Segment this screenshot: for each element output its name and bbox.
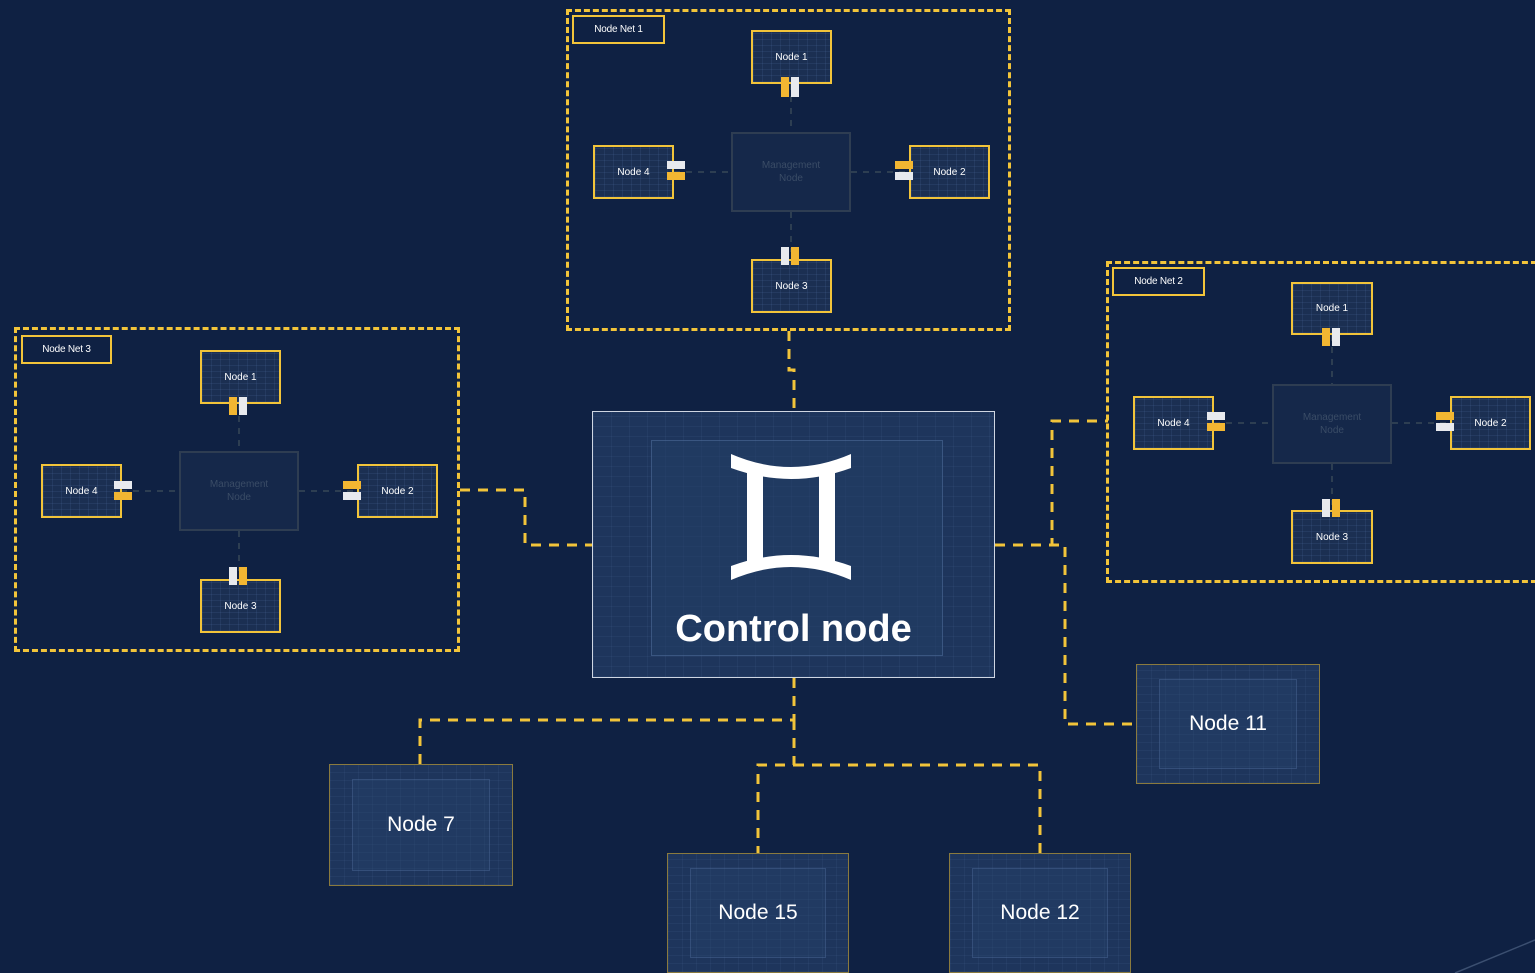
node-net-3-frame — [14, 327, 460, 652]
node-net-1-label: Node Net 1 — [572, 15, 665, 44]
node-net-2-frame — [1106, 261, 1535, 583]
net2-port — [1436, 423, 1454, 431]
gemini-icon — [731, 454, 851, 580]
control-node[interactable]: Control node — [592, 411, 995, 678]
net3-node-1[interactable]: Node 1 — [200, 350, 281, 404]
net3-port — [343, 492, 361, 500]
node-7-screen — [351, 779, 491, 871]
net1-port — [791, 247, 799, 265]
net1-node-1[interactable]: Node 1 — [751, 30, 832, 84]
net1-port — [781, 77, 789, 97]
net1-internal-links — [674, 84, 906, 252]
net3-port — [114, 481, 132, 489]
net1-port — [781, 247, 789, 265]
node-12-screen — [971, 868, 1109, 958]
net2-node-2[interactable]: Node 2 — [1450, 396, 1531, 450]
net2-port — [1332, 499, 1340, 517]
net3-node-2[interactable]: Node 2 — [357, 464, 438, 518]
connector-control-node7 — [418, 678, 796, 765]
net2-port — [1207, 412, 1225, 420]
connector-node12 — [794, 763, 1042, 853]
connector-net1-control — [787, 331, 796, 411]
node-net-1-frame — [566, 9, 1011, 331]
net3-management-node: Management Node — [179, 451, 299, 531]
net2-port — [1207, 423, 1225, 431]
net3-port — [343, 481, 361, 489]
connector-control-net2 — [995, 419, 1108, 547]
node-12[interactable]: Node 12 — [949, 853, 1131, 973]
net2-port — [1332, 328, 1340, 346]
node-11-screen — [1158, 679, 1298, 769]
connector-control-node15-12 — [756, 720, 796, 853]
decorative-line — [1454, 939, 1535, 973]
net2-management-node: Management Node — [1272, 384, 1392, 464]
node-15-label: Node 15 — [718, 901, 798, 924]
net3-port — [114, 492, 132, 500]
net1-port — [791, 77, 799, 97]
connector-net3-control — [460, 488, 592, 547]
node-15[interactable]: Node 15 — [667, 853, 849, 973]
net2-node-4[interactable]: Node 4 — [1133, 396, 1214, 450]
net2-port — [1436, 412, 1454, 420]
net1-port — [895, 172, 913, 180]
net3-node-4[interactable]: Node 4 — [41, 464, 122, 518]
node-net-2-label: Node Net 2 — [1112, 267, 1205, 296]
net1-node-2[interactable]: Node 2 — [909, 145, 990, 199]
net2-port — [1322, 499, 1330, 517]
node-11[interactable]: Node 11 — [1136, 664, 1320, 784]
node-7[interactable]: Node 7 — [329, 764, 513, 886]
net3-port — [229, 397, 237, 415]
net3-port — [229, 567, 237, 585]
node-7-label: Node 7 — [387, 813, 455, 836]
node-15-screen — [689, 868, 827, 958]
net3-node-3[interactable]: Node 3 — [200, 579, 281, 633]
control-node-title: Control node — [675, 608, 912, 650]
net1-management-node: Management Node — [731, 132, 851, 212]
net2-node-1[interactable]: Node 1 — [1291, 282, 1373, 335]
net1-node-4[interactable]: Node 4 — [593, 145, 674, 199]
net1-port — [667, 172, 685, 180]
net2-port — [1322, 328, 1330, 346]
net1-port — [667, 161, 685, 169]
net3-port — [239, 567, 247, 585]
net3-port — [239, 397, 247, 415]
net1-port — [895, 161, 913, 169]
node-12-label: Node 12 — [1000, 901, 1080, 924]
node-net-3-label: Node Net 3 — [21, 335, 112, 364]
net2-internal-links — [1214, 335, 1448, 505]
net2-node-3[interactable]: Node 3 — [1291, 510, 1373, 564]
net3-internal-links — [121, 404, 355, 571]
net1-node-3[interactable]: Node 3 — [751, 259, 832, 313]
node-11-label: Node 11 — [1189, 712, 1267, 735]
